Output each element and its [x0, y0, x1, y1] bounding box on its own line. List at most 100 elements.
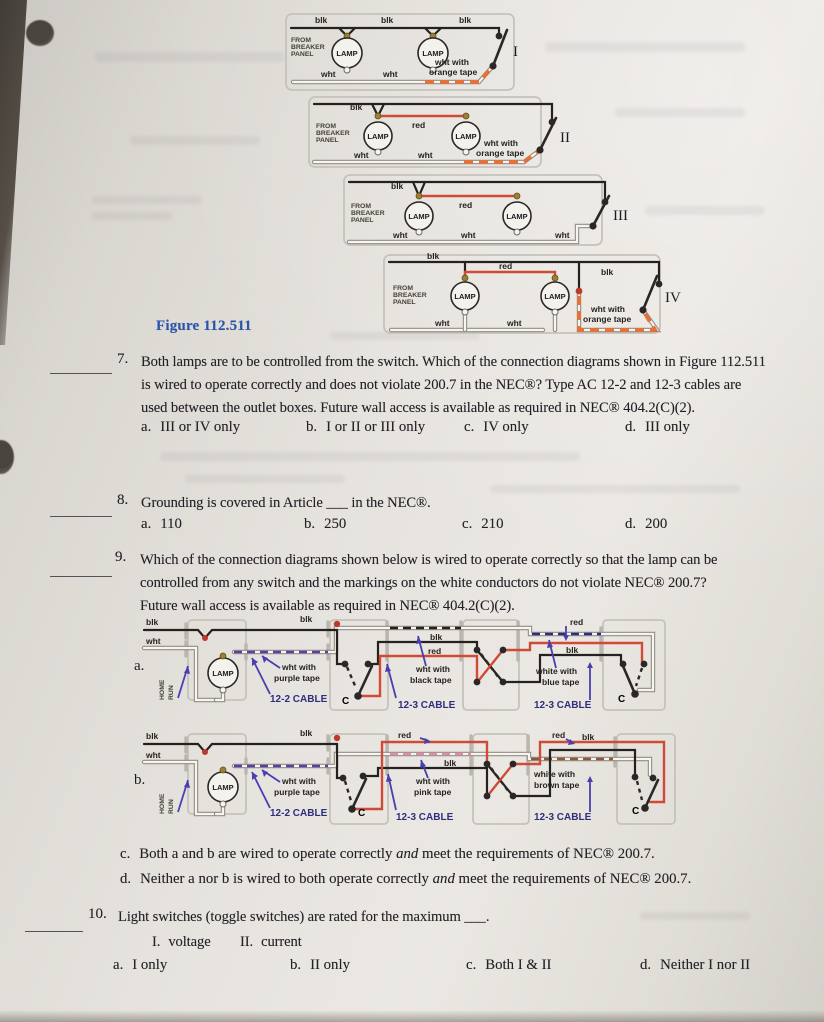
switch-box-2 [602, 619, 666, 711]
tape-label: blue tape [542, 677, 580, 687]
option-letter: a. [141, 419, 152, 435]
source-label: BREAKER [291, 44, 325, 51]
tape-label: black tape [410, 675, 452, 685]
tape-label: white with [533, 769, 575, 779]
roman-item-2: II.current [240, 931, 302, 954]
lamp-label: LAMP [506, 212, 527, 221]
option-b[interactable]: b.250 [304, 516, 346, 533]
source-label: FROM [351, 203, 371, 210]
question-number: 9. [115, 549, 127, 565]
source-label: FROM [291, 37, 311, 44]
source-label: FROM [316, 123, 336, 130]
wire-label: red [412, 120, 425, 130]
switch-numeral: II [560, 130, 570, 146]
wire-label: wht [460, 230, 476, 240]
punch-hole-middle [0, 440, 14, 474]
terminal [551, 274, 559, 282]
option-a[interactable]: a.I only [113, 957, 167, 974]
cable-label: 12-3 CABLE [534, 700, 592, 711]
option-text: III or IV only [160, 419, 241, 435]
red-terminal [333, 734, 341, 742]
lamp-label: LAMP [336, 49, 357, 58]
option-d[interactable]: d.Neither a nor b is wired to both opera… [120, 871, 691, 888]
lamp-label: LAMP [212, 783, 233, 792]
wire-label: red [570, 617, 583, 627]
outlet-box-outline [383, 254, 661, 334]
red-terminal [333, 620, 341, 628]
four-way-switch [483, 760, 517, 800]
wire-label: wht [506, 318, 522, 328]
option-c[interactable]: c.210 [462, 516, 503, 533]
answer-blank-q8[interactable] [50, 503, 112, 517]
option-letter: d. [625, 516, 637, 532]
tape-label: wht with [483, 138, 518, 148]
wire-label: blk [146, 617, 159, 627]
tape-label: white with [535, 666, 577, 676]
lamp-terminal [462, 148, 470, 156]
option-letter: b. [290, 957, 302, 973]
question-text: Both lamps are to be controlled from the… [141, 354, 766, 370]
option-c[interactable]: c.Both a and b are wired to operate corr… [120, 846, 655, 863]
lamp-terminal [219, 686, 227, 694]
tape-label: orange tape [429, 67, 477, 77]
wire-label: blk [381, 15, 394, 25]
wire-label: blk [444, 758, 457, 768]
option-text: III only [645, 419, 690, 435]
answer-blank-q7[interactable] [50, 360, 112, 374]
switch [589, 194, 611, 230]
wire-label: blk [459, 15, 472, 25]
option-d[interactable]: d.200 [625, 516, 667, 533]
option-text: I or II or III only [326, 419, 426, 435]
answer-blank-q10[interactable] [25, 918, 83, 932]
lamp-terminal [219, 800, 227, 808]
wire-label: blk [315, 15, 328, 25]
option-a[interactable]: a. III or IV only [141, 419, 240, 436]
roman-text: voltage [168, 934, 211, 950]
option-text: I only [132, 957, 168, 973]
option-text: 110 [160, 516, 182, 532]
terminal [219, 652, 227, 660]
switch [639, 274, 663, 314]
switch-numeral: III [613, 208, 628, 224]
tape-label: wht with [281, 776, 316, 786]
tape-label: pink tape [414, 787, 452, 797]
roman-numeral: I. [152, 934, 161, 950]
wire-label: wht [554, 230, 570, 240]
lamp-terminal [461, 308, 469, 316]
option-b[interactable]: b.I or II or III only [306, 419, 425, 436]
wire-label: red [398, 730, 411, 740]
red-terminal [202, 635, 208, 641]
wire-label: blk [300, 614, 313, 624]
option-text: Neither a nor b is wired to both operate… [140, 871, 433, 887]
switch-numeral: I [513, 44, 518, 60]
option-b[interactable]: b.II only [290, 957, 350, 974]
bleed-through [160, 452, 580, 461]
wire-label: blk [427, 251, 440, 261]
option-c[interactable]: c.Both I & II [466, 957, 551, 974]
answer-blank-q9[interactable] [50, 563, 112, 577]
source-label: PANEL [393, 299, 416, 306]
option-letter: d. [640, 957, 652, 973]
cable-label: 12-3 CABLE [398, 700, 456, 711]
question-text: controlled from any switch and the marki… [140, 575, 707, 591]
bleed-through [490, 485, 740, 493]
option-text: meet the requirements of NEC® 200.7. [418, 846, 655, 862]
lamp-label: LAMP [212, 669, 233, 678]
tape-label: purple tape [274, 787, 320, 797]
wire-label: wht [145, 750, 161, 760]
orange-tape-wire [577, 296, 659, 332]
switch-common-label: C [358, 808, 365, 819]
switch [536, 116, 558, 154]
tape-label: orange tape [583, 314, 631, 324]
question-text: Light switches (toggle switches) are rat… [118, 909, 490, 925]
option-d[interactable]: d.Neither I nor II [640, 957, 750, 974]
option-text: meet the requirements of NEC® 200.7. [454, 871, 692, 887]
option-a[interactable]: a.110 [141, 516, 182, 533]
option-c[interactable]: c.IV only [464, 419, 529, 436]
option-d[interactable]: d.III only [625, 419, 690, 436]
option-text: 250 [324, 516, 347, 532]
cable-label: 12-2 CABLE [270, 694, 328, 705]
wiring-diagram-4: blk red blk FROM BREAKER PANEL LAMP LAMP… [383, 251, 681, 334]
lamp-label: LAMP [422, 49, 443, 58]
figure-caption: Figure 112.511 [156, 318, 252, 334]
